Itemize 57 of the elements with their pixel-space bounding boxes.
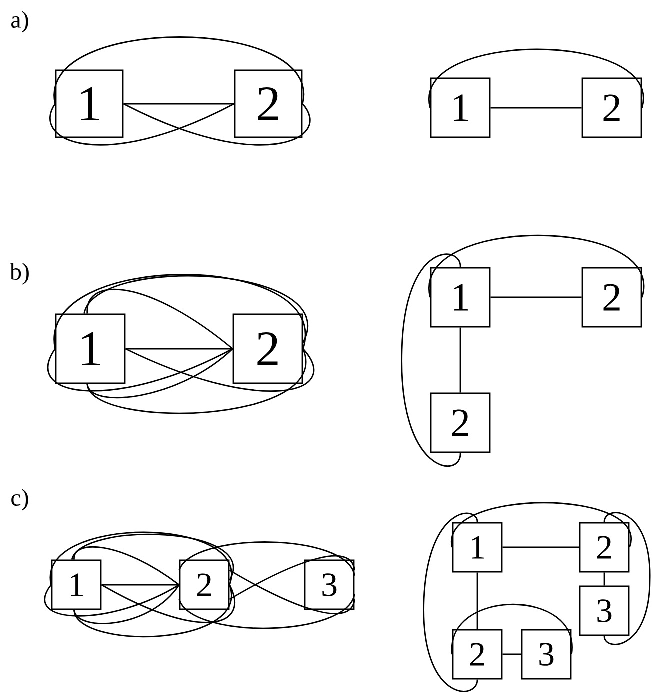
number-box: 2 bbox=[232, 314, 304, 384]
connector-line bbox=[44, 584, 180, 617]
connector-line bbox=[101, 584, 236, 624]
connector-line bbox=[604, 572, 606, 586]
connector-line bbox=[490, 107, 582, 109]
connector-line bbox=[50, 532, 232, 586]
connector-line bbox=[460, 328, 462, 393]
number-box: 2 bbox=[179, 560, 230, 610]
number-box: 1 bbox=[51, 560, 102, 610]
number-box: 3 bbox=[521, 629, 572, 680]
number-box: 1 bbox=[452, 522, 503, 573]
connector-line bbox=[74, 584, 232, 638]
connector-line bbox=[86, 288, 234, 350]
connector-line bbox=[229, 555, 356, 600]
number-box: 3 bbox=[579, 586, 630, 636]
number-box: 1 bbox=[55, 70, 124, 138]
connector-line bbox=[178, 594, 356, 630]
connector-line bbox=[48, 348, 234, 392]
number-box: 1 bbox=[430, 267, 491, 328]
connector-line bbox=[124, 103, 234, 105]
number-box: 3 bbox=[304, 560, 355, 610]
connector-line bbox=[604, 512, 651, 646]
connector-line bbox=[229, 570, 356, 615]
connector-line bbox=[178, 542, 356, 576]
connector-line bbox=[125, 348, 314, 392]
connector-line bbox=[452, 604, 572, 655]
panel-label: c) bbox=[12, 489, 28, 511]
panel-label: b) bbox=[10, 263, 29, 285]
connector-line bbox=[84, 275, 308, 343]
connector-line bbox=[102, 584, 180, 586]
number-box: 2 bbox=[430, 392, 491, 454]
connector-line bbox=[74, 584, 180, 624]
connector-line bbox=[54, 36, 304, 104]
connector-line bbox=[502, 654, 522, 656]
number-box: 1 bbox=[430, 78, 491, 138]
connector-line bbox=[423, 513, 478, 692]
number-box: 2 bbox=[452, 629, 503, 680]
number-box: 1 bbox=[55, 314, 126, 384]
connector-line bbox=[86, 348, 234, 399]
connector-line bbox=[54, 274, 306, 350]
connector-line bbox=[476, 572, 478, 630]
connector-line bbox=[502, 546, 580, 548]
connector-line bbox=[123, 103, 311, 146]
connector-line bbox=[490, 296, 582, 298]
connector-line bbox=[86, 348, 306, 414]
number-box: 2 bbox=[582, 78, 642, 138]
connector-line bbox=[430, 48, 644, 108]
connector-line bbox=[430, 234, 644, 298]
connector-line bbox=[126, 348, 233, 350]
connector-line bbox=[71, 534, 234, 581]
number-box: 2 bbox=[582, 267, 642, 328]
connector-line bbox=[74, 546, 180, 586]
number-box: 2 bbox=[234, 70, 303, 138]
panel-label: a) bbox=[12, 11, 28, 33]
connector-line bbox=[50, 103, 235, 146]
number-box: 2 bbox=[579, 522, 630, 573]
connector-line bbox=[452, 502, 632, 548]
